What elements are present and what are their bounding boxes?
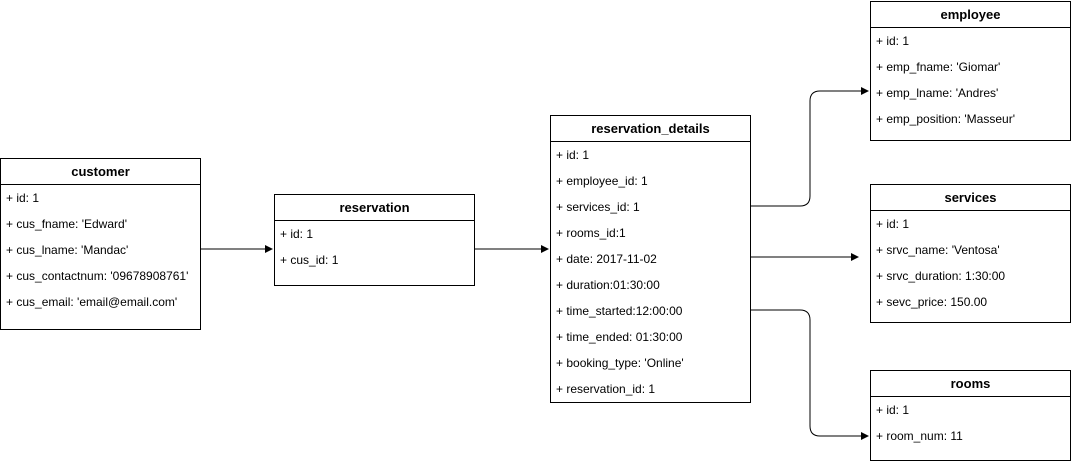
entity-attribute: + cus_id: 1 — [280, 253, 339, 267]
attribute-list: + id: 1 + emp_fname: 'Giomar' + emp_lname:… — [871, 28, 1070, 132]
entity-attribute: + sevc_price: 150.00 — [876, 295, 988, 309]
entity-reservation-details[interactable]: reservation_details + id: 1 + employee_id… — [550, 115, 751, 403]
entity-attribute: + emp_fname: 'Giomar' — [876, 60, 1001, 74]
attribute-list: + id: 1 + srvc_name: 'Ventosa' + srvc_dura… — [871, 211, 1070, 315]
entity-attribute: + rooms_id:1 — [556, 226, 626, 240]
entity-attribute: + duration:01:30:00 — [556, 278, 660, 292]
entity-employee[interactable]: employee + id: 1 + emp_fname: 'Giomar' + e… — [870, 1, 1071, 141]
connector-reservation-details-to-rooms — [751, 309, 869, 440]
attribute-list: + id: 1 + room_num: 11 — [871, 397, 1070, 449]
entity-attribute: + services_id: 1 — [556, 200, 640, 214]
entity-attribute: + employee_id: 1 — [556, 174, 648, 188]
entity-attribute: + id: 1 — [6, 191, 40, 205]
connector-reservation-details-to-employee — [751, 87, 869, 207]
entity-attribute: + time_ended: 01:30:00 — [556, 330, 683, 344]
entity-title: reservation_details — [551, 116, 750, 142]
entity-customer[interactable]: customer + id: 1 + cus_fname: 'Edward' + c… — [0, 158, 201, 330]
attribute-list: + id: 1 + cus_id: 1 — [275, 221, 474, 273]
entity-attribute: + cus_contactnum: '09678908761' — [6, 269, 189, 283]
entity-attribute: + booking_type: 'Online' — [556, 356, 684, 370]
entity-attribute: + srvc_duration: 1:30:00 — [876, 269, 1006, 283]
entity-reservation[interactable]: reservation + id: 1 + cus_id: 1 — [274, 194, 475, 286]
entity-rooms[interactable]: rooms + id: 1 + room_num: 11 — [870, 370, 1071, 461]
attribute-list: + id: 1 + employee_id: 1 + services_id: 1 +… — [551, 142, 750, 402]
entity-attribute: + time_started:12:00:00 — [556, 304, 683, 318]
entity-attribute: + srvc_name: 'Ventosa' — [876, 243, 1000, 257]
entity-attribute: + reservation_id: 1 — [556, 382, 656, 396]
entity-attribute: + room_num: 11 — [876, 429, 963, 443]
entity-title: employee — [871, 2, 1070, 28]
entity-attribute: + emp_position: 'Masseur' — [876, 112, 1015, 126]
entity-attribute: + id: 1 — [876, 34, 910, 48]
attribute-list: + id: 1 + cus_fname: 'Edward' + cus_lname:… — [1, 185, 200, 315]
entity-attribute: + cus_fname: 'Edward' — [6, 217, 127, 231]
entity-title: rooms — [871, 371, 1070, 397]
entity-attribute: + id: 1 — [876, 403, 910, 417]
entity-attribute: + id: 1 — [280, 227, 314, 241]
entity-attribute: + cus_email: 'email@email.com' — [6, 295, 178, 309]
entity-services[interactable]: services + id: 1+ srvc_name: 'Ventosa'+ … — [870, 184, 1071, 323]
entity-attribute: + date: 2017-11-02 — [556, 252, 657, 266]
entity-attribute: + emp_lname: 'Andres' — [876, 86, 999, 100]
entity-attribute: + cus_lname: 'Mandac' — [6, 243, 129, 257]
entity-attribute: + id: 1 — [556, 148, 590, 162]
entity-title: reservation — [275, 195, 474, 221]
entity-title: services — [871, 185, 1070, 211]
entity-attribute: + id: 1 — [876, 217, 910, 231]
entity-title: customer — [1, 159, 200, 185]
